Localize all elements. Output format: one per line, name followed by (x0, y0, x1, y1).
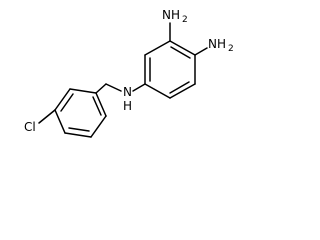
bond-ring2-d (64, 132, 92, 138)
bridge-amine-hydrogen: H (123, 99, 132, 113)
bond-ring-double-2 (169, 81, 190, 94)
bond-ring-a (169, 40, 196, 56)
bond-ch2-to-phenyl (95, 83, 107, 94)
chlorophenyl-ring (54, 88, 107, 138)
chlorine-symbol: Cl (24, 120, 36, 134)
bond-ring2-f (95, 92, 107, 117)
amine-right-symbol: NH (208, 37, 226, 51)
bond-to-amine-right (194, 47, 208, 56)
bond-ring2-a (69, 88, 97, 94)
bond-ring2-c (54, 109, 66, 134)
bond-ring2-e (90, 115, 107, 138)
amine-top-symbol: NH (162, 8, 180, 22)
bond-ring2-double-3 (92, 96, 102, 116)
bond-to-chlorine (38, 109, 56, 124)
bond-ring2-double-2 (68, 127, 90, 132)
bond-ring-f (144, 40, 171, 56)
bond-ring-d (144, 83, 171, 99)
bond-ring-double-1 (170, 46, 191, 59)
bridge-amine-symbol: N (123, 85, 132, 99)
diaminophenyl-ring (144, 40, 196, 99)
bond-ring-c (169, 83, 196, 99)
bond-ring2-double-1 (60, 93, 74, 112)
atom-label-amine-top: NH 2 (162, 8, 188, 25)
atom-label-bridge-amine: N H (123, 85, 132, 113)
atom-label-chlorine: Cl (24, 120, 36, 134)
structure-canvas: NH 2 NH 2 N H Cl (24, 8, 234, 138)
bond-ring2-b (54, 88, 71, 111)
atom-label-amine-right: NH 2 (208, 37, 234, 54)
bond-ring-to-bridge-n (132, 83, 146, 92)
amine-right-subscript: 2 (228, 44, 234, 54)
bond-bridge-n-to-ch2 (105, 83, 122, 92)
amine-top-subscript: 2 (182, 15, 188, 25)
